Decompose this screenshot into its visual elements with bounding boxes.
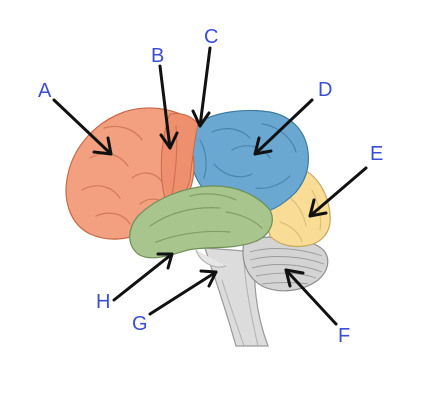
arrow-B (158, 64, 179, 150)
label-C: C (204, 26, 218, 48)
arrow-E (308, 166, 368, 218)
label-F: F (338, 325, 350, 347)
arrow-D (253, 98, 314, 156)
label-D: D (318, 79, 332, 101)
temporal-lobe (129, 185, 273, 259)
arrow-F (284, 268, 338, 326)
arrow-A (52, 98, 113, 156)
arrow-C (191, 46, 212, 128)
arrow-H (112, 252, 174, 302)
label-H: H (96, 291, 110, 313)
arrow-G (148, 269, 218, 316)
label-A: A (38, 80, 52, 102)
label-E: E (370, 143, 383, 165)
label-G: G (132, 313, 148, 335)
label-B: B (151, 45, 164, 67)
